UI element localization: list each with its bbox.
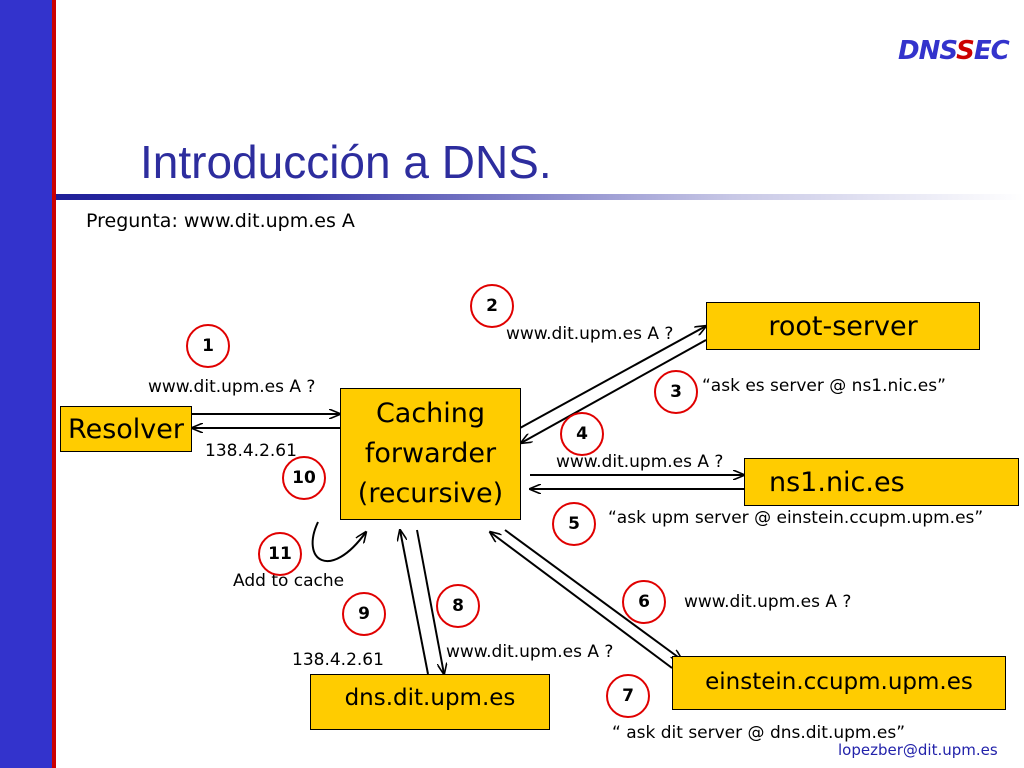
arrow-einstein-to-caching: [490, 532, 673, 669]
root-server-box: root-server: [706, 302, 980, 350]
ns1-box: ns1.nic.es: [744, 458, 1019, 506]
step-9: 9: [342, 592, 386, 636]
sidebar-band: [0, 0, 52, 768]
label-answer-resolver: 138.4.2.61: [205, 441, 297, 461]
step-1: 1: [186, 324, 230, 368]
resolver-box: Resolver: [60, 406, 192, 452]
einstein-box: einstein.ccupm.upm.es: [672, 656, 1006, 710]
step-10: 10: [282, 456, 326, 500]
author-email[interactable]: lopezber@dit.upm.es: [838, 741, 998, 759]
step-2: 2: [470, 284, 514, 328]
label-query-dns-dit: www.dit.upm.es A ?: [446, 642, 614, 662]
logo-ec: EC: [973, 36, 1010, 66]
question-text: Pregunta: www.dit.upm.es A: [86, 210, 355, 232]
label-query-einstein: www.dit.upm.es A ?: [684, 592, 852, 612]
caching-label-line1: Caching: [375, 398, 486, 429]
sidebar-accent-line: [52, 0, 56, 768]
resolver-label: Resolver: [68, 413, 184, 445]
label-answer-root: “ask es server @ ns1.nic.es”: [702, 376, 946, 396]
page-title: Introducción a DNS.: [140, 136, 552, 188]
label-answer-einstein: “ ask dit server @ dns.dit.upm.es”: [612, 723, 906, 743]
arrow-caching-to-root: [519, 326, 706, 429]
label-add-to-cache: Add to cache: [233, 571, 345, 591]
step-4: 4: [560, 412, 604, 456]
step-3: 3: [654, 370, 698, 414]
dns-dit-box: dns.dit.upm.es: [310, 674, 550, 730]
arrow-caching-to-dns-dit: [416, 529, 444, 674]
arrow-dns-dit-to-caching: [400, 530, 429, 675]
dnssec-logo: DNSSEC: [898, 36, 1010, 66]
title-rule: [56, 194, 1024, 200]
step-5: 5: [552, 502, 596, 546]
logo-dns: DNS: [898, 36, 957, 66]
label-query-resolver: www.dit.upm.es A ?: [148, 377, 316, 397]
ns1-label: ns1.nic.es: [769, 466, 905, 498]
caching-label-line2: forwarder: [364, 438, 497, 469]
arrow-root-to-caching: [521, 339, 707, 443]
label-query-ns1: www.dit.upm.es A ?: [556, 452, 724, 472]
caching-label-line3: (recursive): [357, 478, 504, 509]
caching-forwarder-box: Caching forwarder (recursive): [340, 388, 521, 520]
einstein-label: einstein.ccupm.upm.es: [705, 669, 973, 695]
step-8: 8: [436, 584, 480, 628]
arrow-add-to-cache: [311, 521, 366, 563]
step-6: 6: [622, 580, 666, 624]
root-server-label: root-server: [768, 311, 918, 342]
step-11: 11: [258, 532, 302, 576]
dns-dit-label: dns.dit.upm.es: [344, 685, 516, 711]
logo-s: S: [956, 36, 975, 66]
label-answer-dns-dit: 138.4.2.61: [292, 650, 384, 670]
label-answer-ns1: “ask upm server @ einstein.ccupm.upm.es”: [608, 508, 984, 528]
step-7: 7: [606, 674, 650, 718]
arrow-caching-to-einstein: [504, 529, 682, 660]
label-query-root: www.dit.upm.es A ?: [506, 324, 674, 344]
